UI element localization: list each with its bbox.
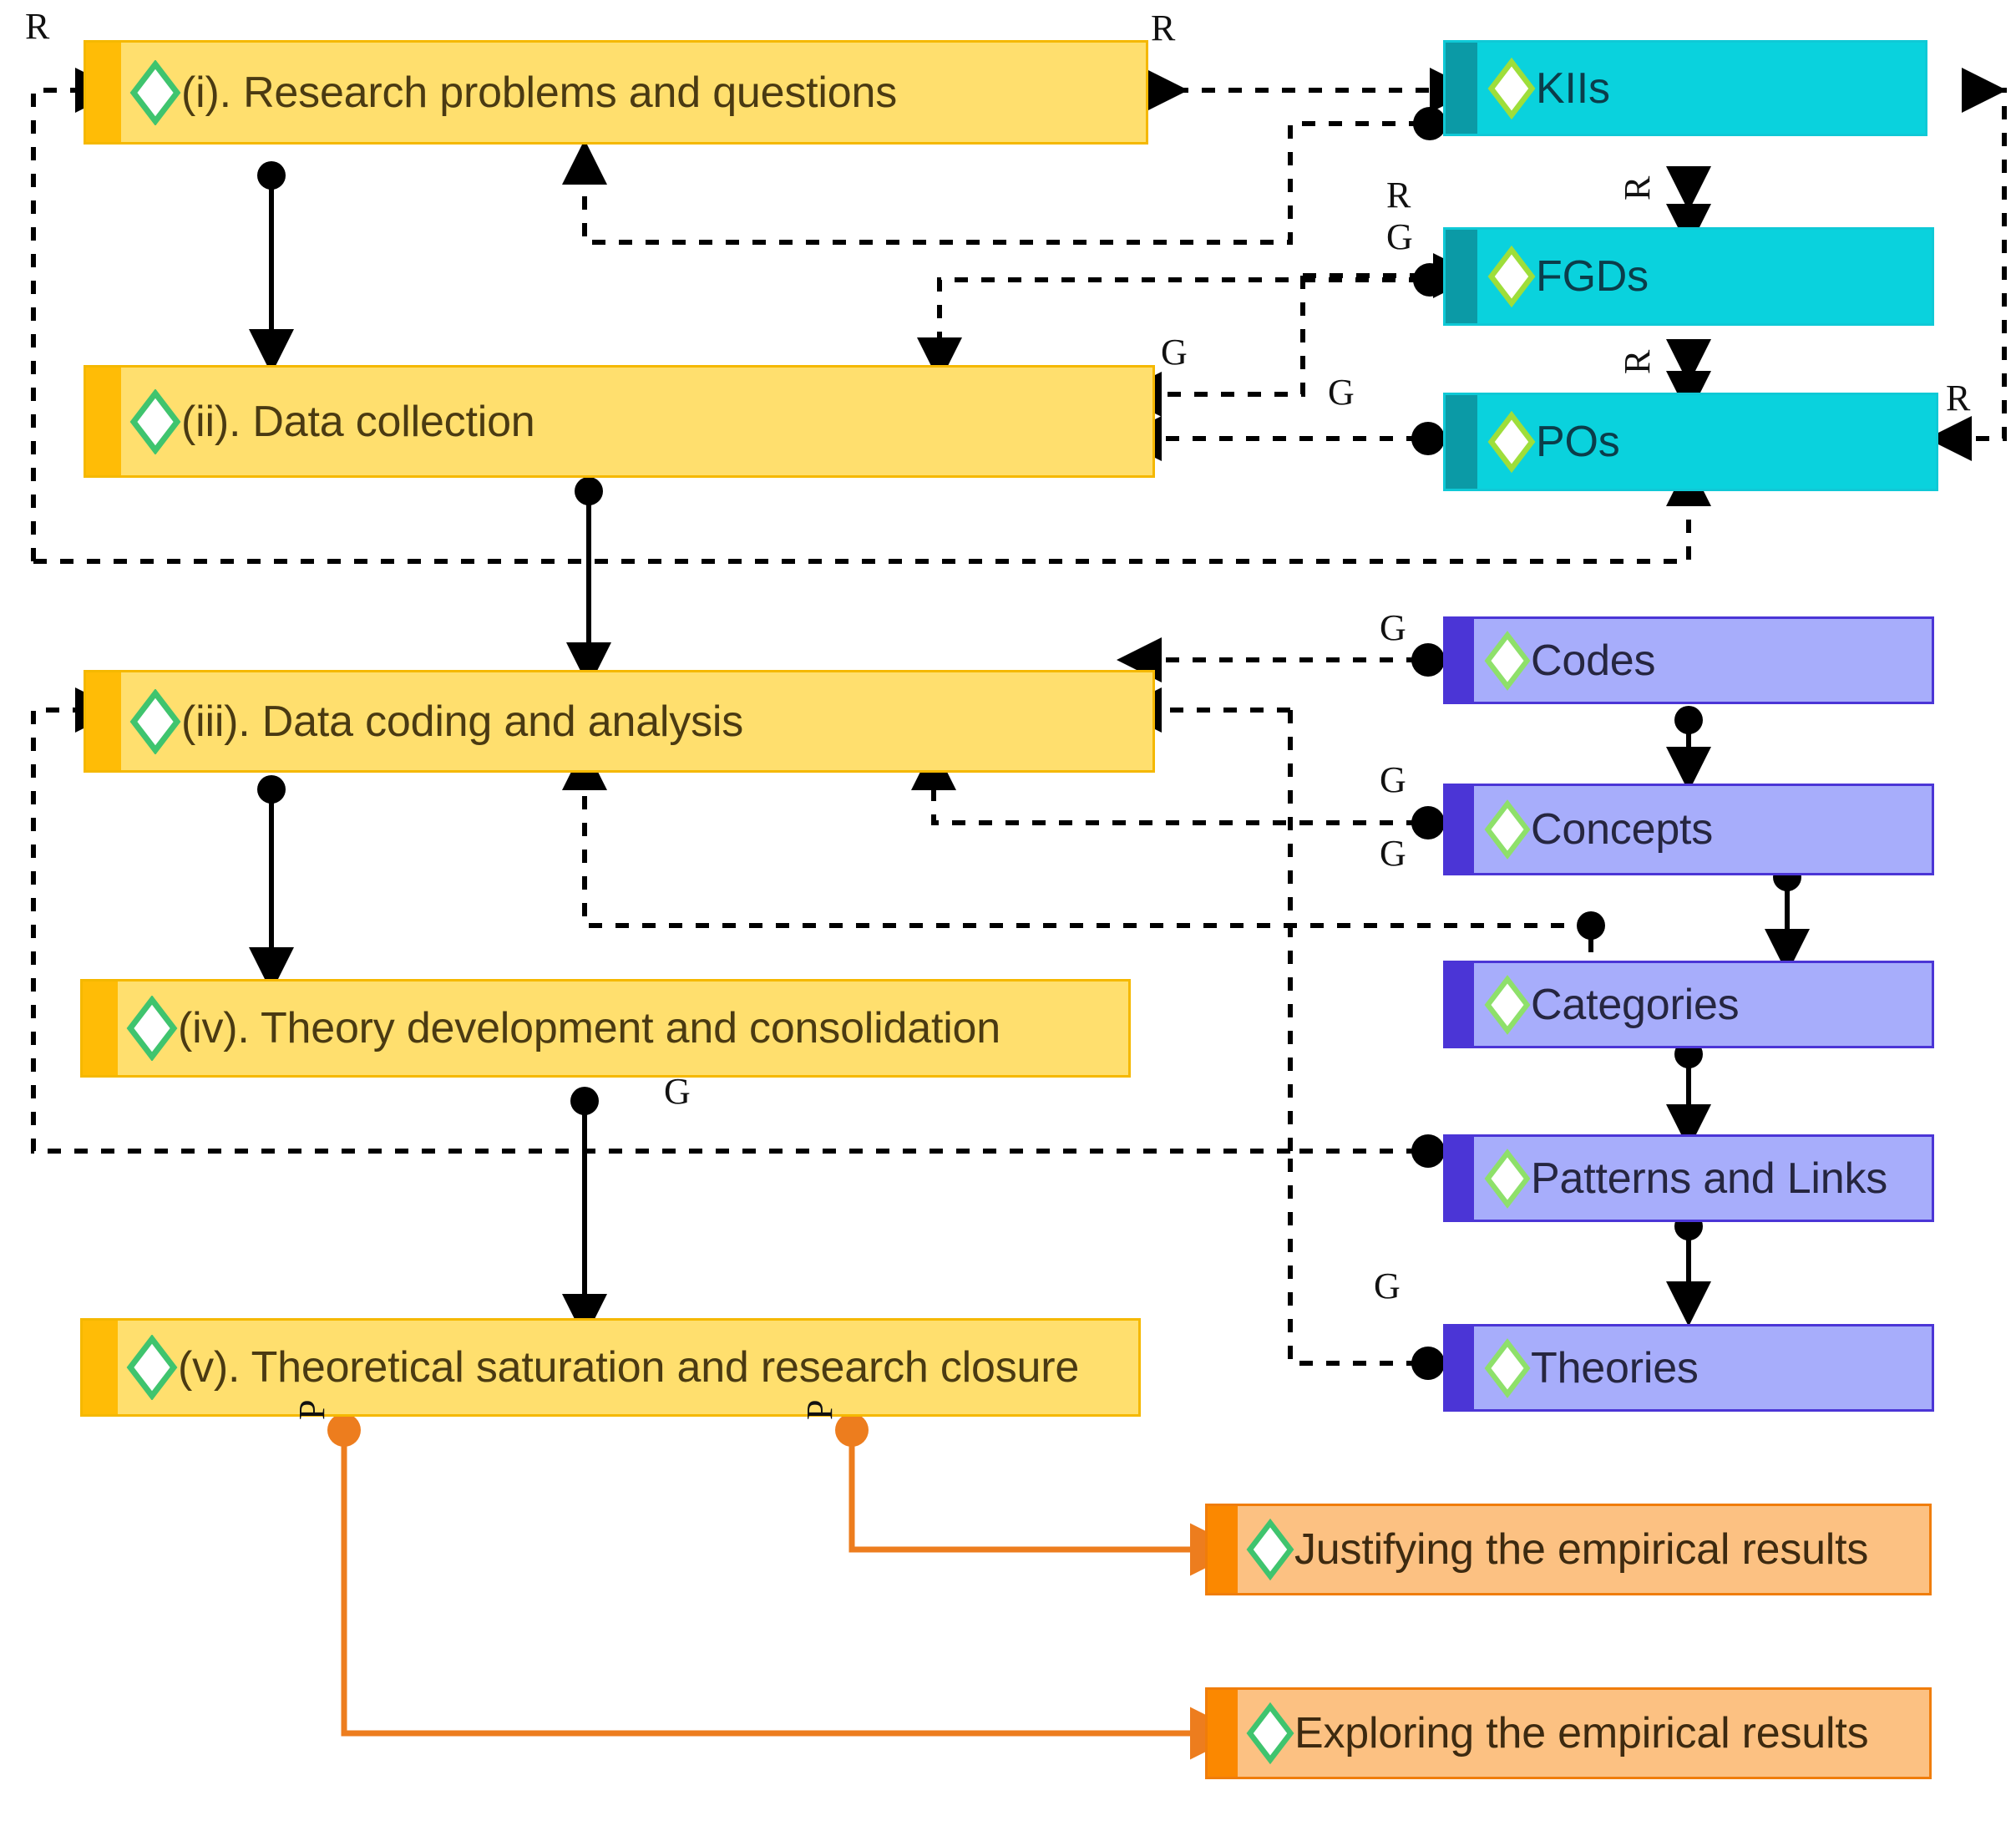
diamond-icon (1246, 1519, 1294, 1580)
output-body: Patterns and Links (1474, 1137, 1932, 1220)
diamond-icon (126, 996, 178, 1061)
stage-label: (ii). Data collection (181, 397, 535, 446)
output-node-codes[interactable]: Codes (1443, 616, 1934, 704)
edge-label-g-2: G (1161, 332, 1188, 373)
stage-accent-bar (83, 1321, 118, 1414)
result-label: Exploring the empirical results (1294, 1709, 1869, 1758)
method-label: POs (1536, 418, 1620, 466)
output-body: Concepts (1474, 786, 1932, 873)
stage-body: (i). Research problems and questions (121, 43, 1146, 142)
output-node-theories[interactable]: Theories (1443, 1324, 1934, 1412)
stage-node-data-collection[interactable]: (ii). Data collection (84, 365, 1155, 478)
stage-accent-bar (86, 43, 121, 142)
method-body: FGDs (1477, 230, 1932, 323)
edge-label-g-3: G (1328, 372, 1355, 413)
stage-node-theoretical-saturation[interactable]: (v). Theoretical saturation and research… (80, 1318, 1141, 1417)
stage-body: (v). Theoretical saturation and research… (118, 1321, 1138, 1414)
method-accent-bar (1446, 230, 1477, 323)
edge-label-r-3: R (1386, 175, 1411, 216)
edge-label-r-2: R (1151, 8, 1176, 48)
output-node-concepts[interactable]: Concepts (1443, 784, 1934, 875)
result-accent-bar (1208, 1690, 1238, 1777)
stage-body: (iii). Data coding and analysis (121, 672, 1152, 770)
stage-label: (iii). Data coding and analysis (181, 697, 744, 746)
diamond-icon (129, 688, 181, 754)
output-label: Codes (1531, 636, 1656, 685)
result-body: Exploring the empirical results (1238, 1690, 1929, 1777)
edge-label-r-5: R (1617, 349, 1658, 374)
diamond-icon (129, 59, 181, 125)
output-label: Patterns and Links (1531, 1154, 1888, 1203)
edge-label-p-1: P (291, 1399, 332, 1420)
result-node-exploring[interactable]: Exploring the empirical results (1205, 1687, 1932, 1779)
output-body: Categories (1474, 963, 1932, 1046)
edge-label-p-2: P (799, 1399, 840, 1420)
diamond-icon (1484, 799, 1531, 860)
output-accent-bar (1446, 1326, 1474, 1409)
result-body: Justifying the empirical results (1238, 1506, 1929, 1593)
edge-label-r-1: R (25, 6, 50, 47)
method-node-fgds[interactable]: FGDs (1443, 227, 1934, 326)
edge-label-g-5: G (1380, 759, 1406, 800)
edge-label-g-1: G (1386, 216, 1413, 257)
stage-label: (iv). Theory development and consolidati… (178, 1004, 1000, 1052)
output-label: Concepts (1531, 805, 1714, 854)
stage-node-research-problems[interactable]: (i). Research problems and questions (84, 40, 1148, 145)
diamond-icon (1484, 974, 1531, 1035)
diamond-icon (129, 388, 181, 454)
method-label: FGDs (1536, 252, 1649, 301)
stage-accent-bar (86, 672, 121, 770)
stage-label: (v). Theoretical saturation and research… (178, 1343, 1080, 1392)
output-accent-bar (1446, 786, 1474, 873)
diamond-icon (1484, 630, 1531, 691)
output-accent-bar (1446, 619, 1474, 702)
output-body: Theories (1474, 1326, 1932, 1409)
output-node-categories[interactable]: Categories (1443, 961, 1934, 1048)
diamond-icon (1487, 57, 1536, 119)
stage-accent-bar (83, 981, 118, 1075)
diamond-icon (1487, 246, 1536, 307)
diamond-icon (1484, 1148, 1531, 1209)
diamond-icon (1246, 1702, 1294, 1764)
output-accent-bar (1446, 1137, 1474, 1220)
result-node-justifying[interactable]: Justifying the empirical results (1205, 1504, 1932, 1595)
stage-body: (iv). Theory development and consolidati… (118, 981, 1128, 1075)
method-label: KIIs (1536, 63, 1610, 113)
output-label: Theories (1531, 1343, 1699, 1392)
method-body: KIIs (1477, 43, 1925, 134)
edge-label-r-4: R (1617, 175, 1658, 200)
method-node-kiis[interactable]: KIIs (1443, 40, 1927, 136)
edge-label-g-6: G (1380, 833, 1406, 874)
diamond-icon (126, 1335, 178, 1400)
result-accent-bar (1208, 1506, 1238, 1593)
edge-label-g-7: G (664, 1071, 691, 1112)
edge-label-g-4: G (1380, 607, 1406, 648)
output-accent-bar (1446, 963, 1474, 1046)
stage-body: (ii). Data collection (121, 368, 1152, 475)
output-label: Categories (1531, 980, 1740, 1029)
diamond-icon (1487, 411, 1536, 473)
method-accent-bar (1446, 395, 1477, 489)
method-node-pos[interactable]: POs (1443, 393, 1938, 491)
output-node-patterns-and-links[interactable]: Patterns and Links (1443, 1134, 1934, 1222)
output-body: Codes (1474, 619, 1932, 702)
stage-label: (i). Research problems and questions (181, 68, 897, 117)
method-body: POs (1477, 395, 1936, 489)
result-label: Justifying the empirical results (1294, 1525, 1869, 1574)
stage-node-data-coding[interactable]: (iii). Data coding and analysis (84, 670, 1155, 773)
edge-label-g-8: G (1374, 1266, 1401, 1306)
edge-label-r-6: R (1946, 378, 1971, 418)
stage-node-theory-development[interactable]: (iv). Theory development and consolidati… (80, 979, 1131, 1078)
method-accent-bar (1446, 43, 1477, 134)
stage-accent-bar (86, 368, 121, 475)
diamond-icon (1484, 1337, 1531, 1398)
